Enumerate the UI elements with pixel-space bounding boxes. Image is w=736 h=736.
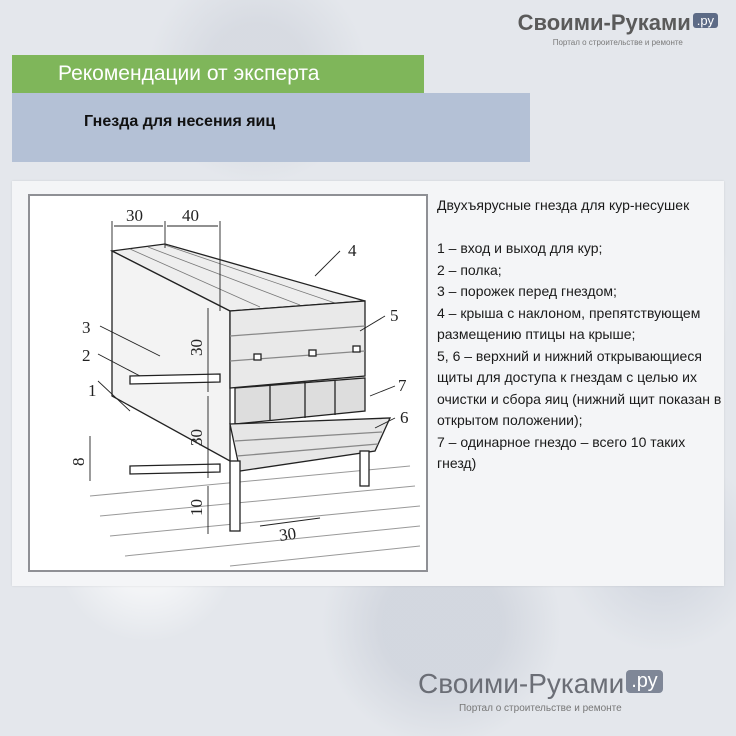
shelf-upper xyxy=(129,373,221,385)
description: Двухъярусные гнезда для кур-несушек 1 – … xyxy=(437,195,722,475)
dim-top-right: 40 xyxy=(182,206,199,225)
brand-tagline: Портал о строительстве и ремонте xyxy=(552,38,683,47)
dim-leg: 10 xyxy=(187,499,206,516)
ground-hatching xyxy=(89,465,421,567)
callout-4: 4 xyxy=(348,241,357,260)
brand-tagline-bottom: Портал о строительстве и ремонте xyxy=(458,703,622,714)
brand-tld-badge-bottom: .ру xyxy=(626,670,663,693)
callout-5: 5 xyxy=(390,306,399,325)
dim-upper-height: 30 xyxy=(187,339,206,356)
nest-diagram: 30 40 30 30 8 10 30 1 2 3 4 5 6 7 xyxy=(28,194,428,572)
brand-tld-badge: .ру xyxy=(692,13,718,28)
legend-item-7: 7 – одинарное гнездо – всего 10 таких гн… xyxy=(437,433,686,472)
leg-back xyxy=(359,450,370,487)
legend-item-5-6: 5, 6 – верхний и нижний открывающиеся щи… xyxy=(437,347,722,429)
brand-name: Своими-Руками xyxy=(517,10,691,35)
leg-front xyxy=(229,460,241,532)
brand-logo-bottom[interactable]: Своими-Руками.ру Портал о строительстве … xyxy=(418,668,663,714)
dim-step: 8 xyxy=(69,458,88,467)
dim-middle-height: 30 xyxy=(187,429,206,446)
brand-logo-top[interactable]: Своими-Руками.ру Портал о строительстве … xyxy=(518,10,718,47)
callout-7: 7 xyxy=(398,376,407,395)
nest-drawing: 30 40 30 30 8 10 30 1 2 3 4 5 6 7 xyxy=(69,206,421,567)
brand-name-bottom: Своими-Руками xyxy=(418,668,625,699)
legend-item-3: 3 – порожек перед гнездом; xyxy=(437,283,617,299)
callout-1: 1 xyxy=(88,381,97,400)
upper-panel xyxy=(229,300,366,389)
expert-banner: Рекомендации от эксперта xyxy=(12,55,424,93)
callout-6: 6 xyxy=(400,408,409,427)
dim-top-left: 30 xyxy=(126,206,143,225)
legend-item-1: 1 – вход и выход для кур; xyxy=(437,240,603,256)
callout-2: 2 xyxy=(82,346,91,365)
dim-bottom-width: 30 xyxy=(278,524,297,545)
shelf-lower xyxy=(129,463,221,475)
page-subtitle: Гнезда для несения яиц xyxy=(12,93,530,162)
legend-item-2: 2 – полка; xyxy=(437,261,502,278)
description-title: Двухъярусные гнезда для кур-несушек xyxy=(437,197,690,213)
callout-3: 3 xyxy=(82,318,91,337)
legend-item-4: 4 – крыша с наклоном, препятствующем раз… xyxy=(437,304,701,343)
nest-row xyxy=(234,377,366,425)
lower-panel xyxy=(229,417,392,472)
